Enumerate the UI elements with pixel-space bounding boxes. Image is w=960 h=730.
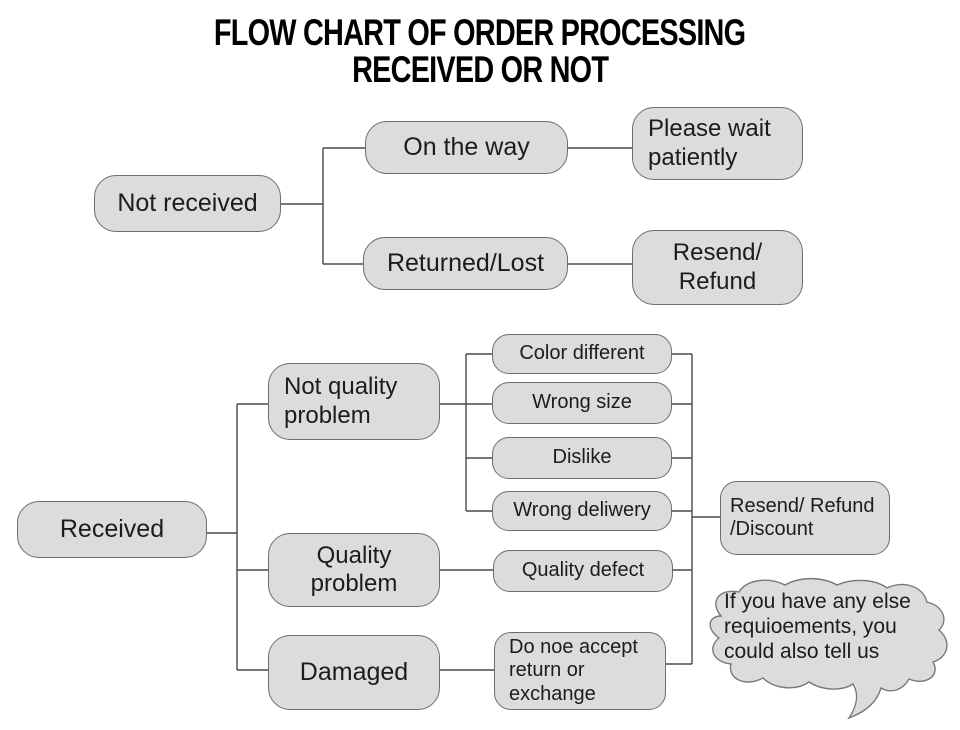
speech-bubble-icon: [709, 577, 948, 720]
page-title-line2: RECEIVED OR NOT: [351, 49, 609, 90]
node-quality-defect: Quality defect: [493, 550, 673, 592]
node-damaged: Damaged: [268, 635, 440, 710]
page-title-line1: FLOW CHART OF ORDER PROCESSING: [214, 12, 746, 53]
node-returned-lost: Returned/Lost: [363, 237, 568, 290]
node-wrong-deliwery: Wrong deliwery: [492, 491, 672, 531]
node-dislike: Dislike: [492, 437, 672, 479]
node-received: Received: [17, 501, 207, 558]
node-on-the-way: On the way: [365, 121, 568, 174]
page-title: FLOW CHART OF ORDER PROCESSING RECEIVED …: [0, 14, 960, 88]
node-quality-problem: Quality problem: [268, 533, 440, 607]
node-wrong-size: Wrong size: [492, 382, 672, 424]
node-resend-refund: Resend/ Refund: [632, 230, 803, 305]
speech-bubble-text: If you have any else requioements, you c…: [724, 590, 911, 664]
node-do-noe-accept: Do noe accept return or exchange: [494, 632, 666, 710]
node-color-different: Color different: [492, 334, 672, 374]
node-not-quality-problem: Not quality problem: [268, 363, 440, 440]
node-please-wait-patiently: Please wait patiently: [632, 107, 803, 180]
node-not-received: Not received: [94, 175, 281, 232]
node-resend-refund-discount: Resend/ Refund /Discount: [720, 481, 890, 555]
